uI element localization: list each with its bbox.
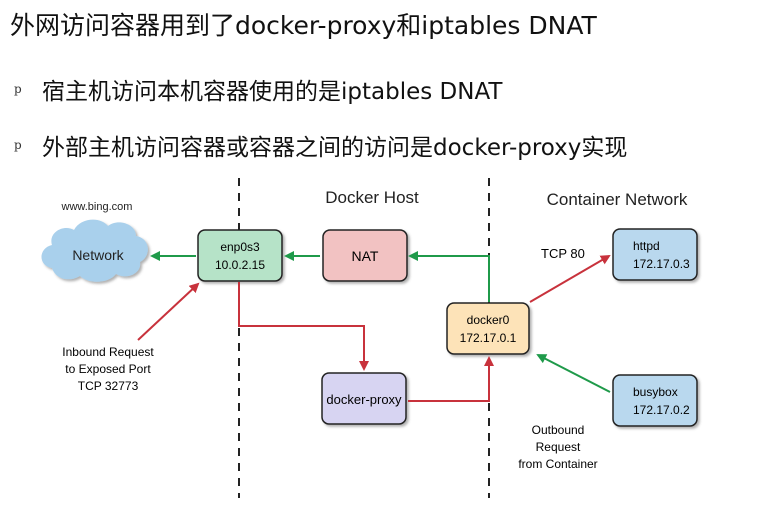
docker-proxy-box — [321, 372, 407, 425]
docker-host-label: Docker Host — [325, 188, 419, 207]
enp0s3-ip: 10.0.2.15 — [215, 258, 265, 272]
enp0s3-node: enp0s3 10.0.2.15 — [197, 229, 283, 282]
bullet-item: p 外部主机访问容器或容器之间的访问是docker-proxy实现 — [14, 128, 627, 162]
busybox-node: busybox 172.17.0.2 — [612, 374, 698, 427]
nat-box — [322, 229, 408, 282]
bullet-text: 宿主机访问本机容器使用的是iptables DNAT — [42, 79, 503, 105]
enp0s3-name: enp0s3 — [220, 240, 260, 254]
domain-label: www.bing.com — [61, 201, 133, 213]
container-network-label: Container Network — [547, 190, 688, 209]
docker0-name: docker0 — [467, 313, 510, 327]
arrow-docker0-to-httpd — [529, 254, 611, 303]
bullet-marker: p — [14, 82, 22, 96]
docker0-box — [446, 302, 530, 355]
outbound-line-2: Request — [536, 440, 581, 454]
bullet-text: 外部主机访问容器或容器之间的访问是docker-proxy实现 — [42, 135, 628, 161]
arrow-enp0s3-to-docker-proxy — [238, 282, 369, 371]
network-label: Network — [72, 247, 124, 263]
arrow-busybox-to-docker0 — [536, 354, 611, 393]
inbound-line-3: TCP 32773 — [78, 379, 139, 393]
busybox-ip: 172.17.0.2 — [633, 403, 690, 417]
docker0-ip: 172.17.0.1 — [460, 331, 517, 345]
nat-node: NAT — [322, 229, 408, 282]
nat-name: NAT — [352, 248, 379, 264]
httpd-ip: 172.17.0.3 — [633, 257, 690, 271]
docker-proxy-name: docker-proxy — [326, 392, 402, 407]
httpd-box — [612, 228, 698, 281]
outbound-line-3: from Container — [518, 457, 597, 471]
inbound-request-label: Inbound Request to Exposed Port TCP 3277… — [62, 345, 154, 393]
inbound-line-2: to Exposed Port — [65, 362, 151, 376]
arrow-docker-proxy-to-docker0 — [408, 356, 494, 402]
httpd-node: httpd 172.17.0.3 — [612, 228, 698, 281]
docker0-node: docker0 172.17.0.1 — [446, 302, 530, 355]
enp0s3-box — [197, 229, 283, 282]
outbound-line-1: Outbound — [532, 423, 585, 437]
httpd-name: httpd — [633, 239, 660, 253]
busybox-name: busybox — [633, 385, 678, 399]
bullet-item: p 宿主机访问本机容器使用的是iptables DNAT — [14, 72, 502, 106]
arrow-inbound-to-enp0s3 — [137, 282, 200, 341]
inbound-line-1: Inbound Request — [62, 345, 154, 359]
internet-cloud — [41, 219, 148, 282]
docker-proxy-node: docker-proxy — [321, 372, 407, 425]
busybox-box — [612, 374, 698, 427]
page-title: 外网访问容器用到了docker-proxy和iptables DNAT — [10, 11, 597, 40]
bullet-marker: p — [14, 138, 22, 152]
arrow-docker0-to-nat — [408, 251, 490, 302]
outbound-request-label: Outbound Request from Container — [518, 423, 597, 471]
tcp80-label: TCP 80 — [541, 246, 585, 261]
